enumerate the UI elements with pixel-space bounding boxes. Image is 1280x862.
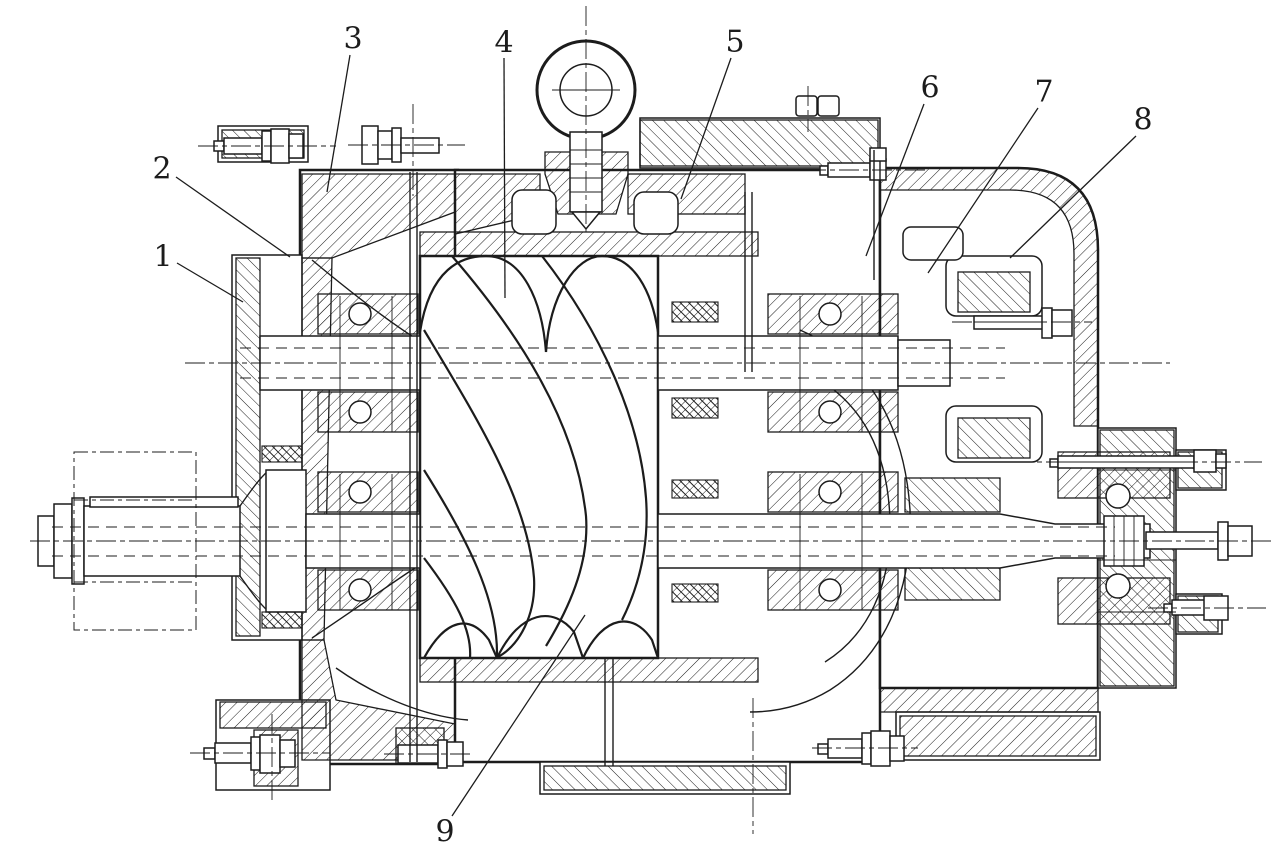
callout-leader-8 xyxy=(1009,135,1137,259)
callout-label-4: 4 xyxy=(494,26,513,61)
callout-label-5: 5 xyxy=(725,25,744,60)
rotor-helix-2 xyxy=(541,255,648,621)
end-cover-wall xyxy=(235,257,261,637)
callout-label-2: 2 xyxy=(152,152,171,187)
drive-shaft-key xyxy=(89,496,239,508)
ball-ul-bottom xyxy=(348,400,372,424)
callout-label-1: 1 xyxy=(153,240,172,275)
rotor-bore-top-wall xyxy=(419,231,759,257)
rotor-helix-3 xyxy=(423,329,536,659)
ball-ll-bottom xyxy=(348,578,372,602)
callout-leader-2 xyxy=(175,176,291,258)
seal-lower-top xyxy=(671,479,719,499)
callout-leader-5 xyxy=(680,57,732,200)
ball-ul-top xyxy=(348,302,372,326)
part-callouts: 1 2 3 4 5 6 7 8 9 xyxy=(152,22,1152,850)
callout-label-3: 3 xyxy=(343,22,362,57)
callout-label-8: 8 xyxy=(1133,103,1152,138)
rotor-lobe-root-2 xyxy=(496,615,585,659)
rotor-helix-5 xyxy=(423,557,472,659)
balance-piston-top xyxy=(904,477,1001,513)
callout-leader-3 xyxy=(326,54,351,193)
screw-rotor xyxy=(418,254,660,660)
callout-leader-4 xyxy=(503,57,506,299)
rotor-bore-bottom-wall xyxy=(419,657,759,683)
rotor-lobe-crown-2 xyxy=(544,254,660,353)
seal-lower-bottom xyxy=(671,583,719,603)
rotor-lobe-root-1 xyxy=(423,622,499,659)
callout-leader-1 xyxy=(176,262,244,303)
discharge-wall-pocket xyxy=(902,226,964,261)
shaft-seals xyxy=(261,301,719,629)
bottom-right-bolt xyxy=(817,730,905,767)
bearings xyxy=(339,296,1131,610)
ball-ur-top xyxy=(818,302,842,326)
callout-label-9: 9 xyxy=(435,815,454,850)
seal-left-top xyxy=(261,445,303,463)
callout-leader-7 xyxy=(927,107,1039,274)
coupling-phantom-outline xyxy=(73,451,197,631)
callout-label-6: 6 xyxy=(920,71,939,106)
right-bottom-wall xyxy=(879,687,1099,713)
bottom-flange-wall xyxy=(543,765,787,791)
seal-upper-bottom xyxy=(671,397,719,419)
rotor-helix-4 xyxy=(423,469,499,657)
balance-piston-bottom xyxy=(904,565,1001,601)
rotor-body xyxy=(418,254,660,660)
rotor-helix-1 xyxy=(451,255,588,647)
casing-port-left xyxy=(511,189,557,235)
callout-leader-9 xyxy=(451,614,586,817)
ball-lr-bottom xyxy=(818,578,842,602)
rotor-lobe-crown-1 xyxy=(418,254,548,353)
ball-ur-bottom xyxy=(818,400,842,424)
casing-split-joints xyxy=(409,172,1176,766)
casing-port-right xyxy=(633,191,679,235)
rotor-lobe-root-3 xyxy=(582,620,660,659)
ball-lr-top xyxy=(818,480,842,504)
ball-ll-top xyxy=(348,480,372,504)
gear-rim-upper xyxy=(957,271,1031,313)
discharge-flange-nuts xyxy=(795,95,840,117)
centerlines xyxy=(30,6,1272,834)
suction-passage-curve xyxy=(335,667,469,721)
seal-left-bottom xyxy=(261,611,303,629)
ball-fr-top xyxy=(1105,483,1131,509)
right-foot-wall xyxy=(899,715,1097,757)
callout-leader-6 xyxy=(865,103,925,257)
bottom-left-bolt xyxy=(203,734,296,774)
ball-fr-bottom xyxy=(1105,573,1131,599)
callout-label-7: 7 xyxy=(1034,75,1053,110)
discharge-flange-wall xyxy=(639,119,879,167)
gear-rim-lower xyxy=(957,417,1031,459)
left-foot-wall-a xyxy=(219,701,327,729)
seal-upper-top xyxy=(671,301,719,323)
